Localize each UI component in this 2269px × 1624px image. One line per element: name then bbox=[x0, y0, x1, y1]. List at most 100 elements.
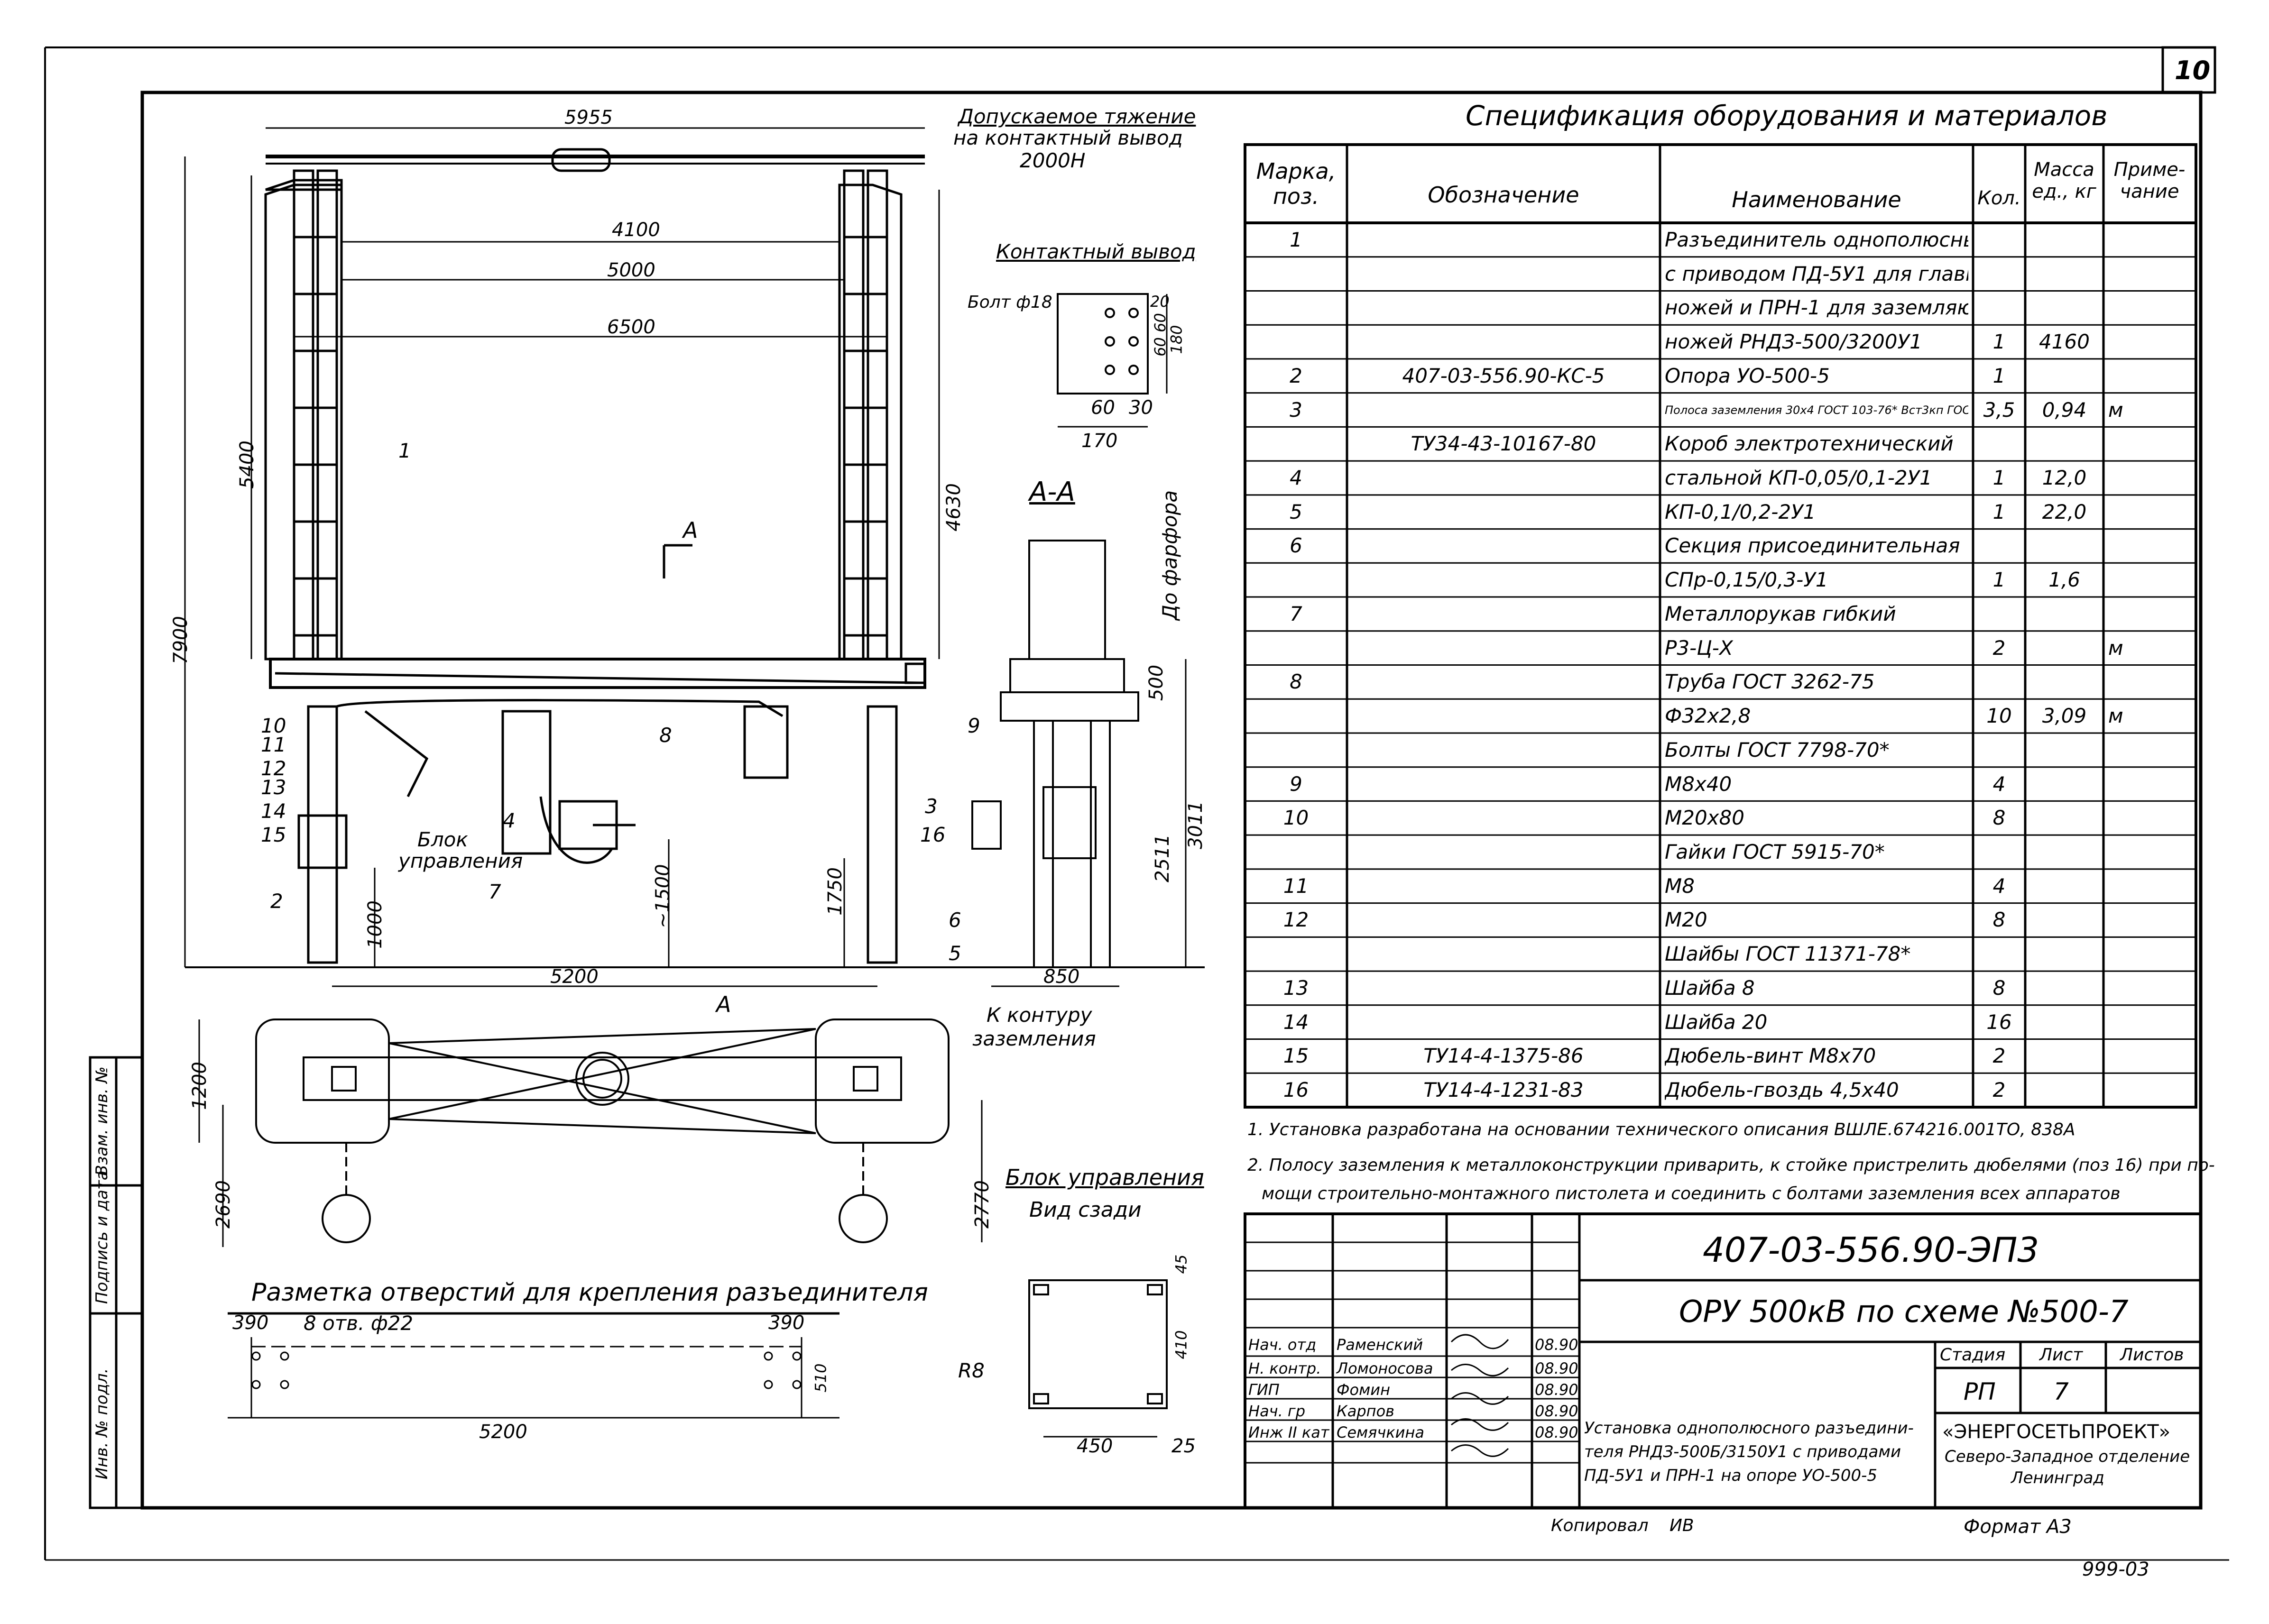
spec-cell-name: Дюбель-гвоздь 4,5х40 bbox=[1665, 1080, 1899, 1101]
title-person-name: Раменский bbox=[1337, 1336, 1423, 1354]
spec-cell-mark: 9 bbox=[1290, 774, 1302, 794]
label-section-a-bottom: А bbox=[716, 991, 731, 1017]
dim-25: 25 bbox=[1171, 1435, 1196, 1457]
title-sheet-header: Лист bbox=[2039, 1345, 2083, 1365]
dim-170: 170 bbox=[1081, 430, 1118, 452]
callout-4: 4 bbox=[503, 809, 516, 832]
spec-cell-qty: 16 bbox=[1986, 1012, 2012, 1032]
spec-cell-mark: 15 bbox=[1283, 1046, 1309, 1066]
dim-1000: 1000 bbox=[364, 900, 386, 949]
dim-2511: 2511 bbox=[1151, 834, 1173, 882]
spec-cell-name: Полоса заземления 30х4 ГОСТ 103-76* Вст3… bbox=[1665, 404, 1968, 416]
spec-cell-mark: 16 bbox=[1283, 1080, 1309, 1101]
title-person-date: 08.90 bbox=[1535, 1336, 1578, 1354]
spec-header-qty: Кол. bbox=[1977, 187, 2021, 209]
dim-5400: 5400 bbox=[236, 440, 258, 489]
title-person-date: 08.90 bbox=[1535, 1381, 1578, 1399]
title-desc-3: ПД-5У1 и ПРН-1 на опоре УО-500-5 bbox=[1584, 1466, 1877, 1485]
label-ground-2: заземления bbox=[972, 1027, 1096, 1050]
dim-5000: 5000 bbox=[607, 259, 655, 281]
dim-5955: 5955 bbox=[564, 107, 613, 128]
label-holes: 8 отв. ф22 bbox=[304, 1312, 414, 1335]
spec-cell-name: Р3-Ц-Х bbox=[1665, 638, 1733, 658]
title-person-date: 08.90 bbox=[1535, 1359, 1578, 1377]
spec-cell-mass: 4160 bbox=[2039, 332, 2090, 352]
spec-cell-qty: 1 bbox=[1992, 366, 2006, 386]
callout-9: 9 bbox=[968, 714, 980, 737]
plan-view bbox=[198, 1018, 983, 1247]
spec-cell-mark: 3 bbox=[1290, 400, 1302, 420]
spec-cell-name: СПр-0,15/0,3-У1 bbox=[1665, 570, 1828, 590]
callout-5: 5 bbox=[949, 942, 961, 965]
spec-cell-qty: 1 bbox=[1992, 468, 2006, 488]
spec-cell-name: КП-0,1/0,2-2У1 bbox=[1665, 502, 1816, 522]
title-org-1: «ЭНЕРГОСЕТЬПРОЕКТ» bbox=[1942, 1421, 2171, 1443]
label-block-rear-1: Блок управления bbox=[1005, 1165, 1204, 1190]
spec-cell-qty: 1 bbox=[1992, 502, 2006, 522]
title-person-role: ГИП bbox=[1248, 1381, 1280, 1399]
dim-500: 500 bbox=[1145, 664, 1168, 701]
label-section-aa: А-А bbox=[1029, 477, 1075, 507]
spec-cell-mass: 3,09 bbox=[2042, 706, 2087, 726]
label-ground-1: К контуру bbox=[987, 1003, 1092, 1027]
bottom-copied-suffix: ИВ bbox=[1669, 1516, 1694, 1535]
title-org-2: Северо-Западное отделение bbox=[1945, 1447, 2190, 1466]
title-stage-header: Стадия bbox=[1940, 1345, 2006, 1365]
spec-cell-mark: 12 bbox=[1283, 910, 1309, 930]
callout-12: 12 bbox=[261, 757, 286, 780]
dim-7900: 7900 bbox=[169, 616, 192, 664]
dim-2770: 2770 bbox=[971, 1180, 993, 1229]
title-sheet: 7 bbox=[2054, 1378, 2069, 1405]
spec-cell-designation: ТУ34-43-10167-80 bbox=[1411, 434, 1596, 454]
label-r8: R8 bbox=[958, 1359, 985, 1382]
callout-15: 15 bbox=[261, 823, 286, 846]
title-desc-1: Установка однополюсного разъедини- bbox=[1584, 1419, 1914, 1438]
callout-13: 13 bbox=[261, 776, 286, 799]
spec-cell-qty: 2 bbox=[1992, 1080, 2006, 1101]
title-person-role: Инж II кат bbox=[1248, 1423, 1329, 1441]
title-person-name: Семячкина bbox=[1337, 1423, 1424, 1441]
title-person-role: Нач. отд bbox=[1248, 1336, 1317, 1354]
stamp-signature-date: Подпись и дата bbox=[92, 1170, 111, 1304]
spec-cell-name: Металлорукав гибкий bbox=[1665, 604, 1896, 624]
dim-60: 60 bbox=[1091, 397, 1115, 419]
callout-2: 2 bbox=[270, 890, 283, 913]
spec-cell-mark: 11 bbox=[1283, 876, 1309, 896]
spec-cell-mark: 14 bbox=[1283, 1012, 1309, 1032]
contact-terminal bbox=[1057, 293, 1168, 428]
spec-cell-mass: 1,6 bbox=[2048, 570, 2080, 590]
spec-cell-mark: 2 bbox=[1290, 366, 1302, 386]
label-bolt: Болт ф18 bbox=[968, 293, 1052, 312]
spec-cell-qty: 10 bbox=[1986, 706, 2012, 726]
section-aa bbox=[971, 540, 1187, 987]
spec-cell-note: м bbox=[2108, 706, 2123, 726]
dim-1500: ~1500 bbox=[652, 864, 674, 928]
spec-cell-mark: 7 bbox=[1290, 604, 1302, 624]
bottom-copied: Копировал bbox=[1551, 1516, 1649, 1535]
spec-cell-name: Труба ГОСТ 3262-75 bbox=[1665, 672, 1875, 692]
spec-cell-name: Разъединитель однополюсный bbox=[1665, 229, 1968, 250]
spec-cell-name: М8 bbox=[1665, 876, 1695, 896]
spec-cell-mark: 13 bbox=[1283, 978, 1309, 998]
dim-45: 45 bbox=[1172, 1254, 1190, 1274]
spec-cell-note: м bbox=[2108, 400, 2123, 420]
dim-390-b: 390 bbox=[768, 1312, 805, 1334]
label-control-block-1: Блок bbox=[417, 828, 468, 851]
dim-4100: 4100 bbox=[612, 219, 660, 241]
dim-410: 410 bbox=[1172, 1330, 1190, 1359]
dim-20: 20 bbox=[1150, 293, 1170, 311]
spec-cell-mass: 0,94 bbox=[2042, 400, 2087, 420]
signatures bbox=[1450, 1334, 1509, 1457]
note-2a: 2. Полосу заземления к металлоконструкци… bbox=[1247, 1156, 2215, 1175]
spec-cell-name: Опора УО-500-5 bbox=[1665, 366, 1830, 386]
spec-cell-name: М8х40 bbox=[1665, 774, 1732, 794]
spec-cell-name: М20х80 bbox=[1665, 808, 1744, 828]
spec-cell-qty: 2 bbox=[1992, 1046, 2006, 1066]
callout-3: 3 bbox=[925, 795, 938, 818]
spec-cell-mark: 6 bbox=[1290, 536, 1302, 556]
sheet-number: 10 bbox=[2175, 55, 2211, 85]
spec-header-designation: Обозначение bbox=[1428, 182, 1579, 208]
dim-6500: 6500 bbox=[607, 316, 655, 338]
spec-cell-qty: 1 bbox=[1992, 570, 2006, 590]
